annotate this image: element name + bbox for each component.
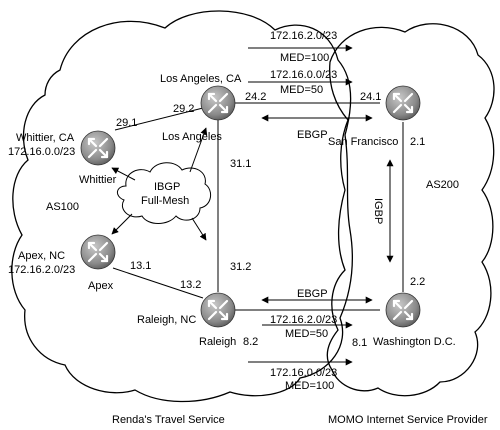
la-if-right: 24.2 [245, 91, 266, 103]
raleigh-if-top: 31.2 [230, 261, 251, 273]
raleigh-if-bottom: 8.2 [243, 336, 258, 348]
la-location-label: Los Angeles, CA [160, 73, 242, 85]
adv-bottom2-prefix: 172.16.0.0/23 [270, 367, 337, 379]
as100-cloud [11, 10, 353, 403]
fullmesh-label: Full-Mesh [141, 195, 189, 207]
ebgp-top-label: EBGP [297, 129, 328, 141]
mesh-arrow-apex [111, 213, 133, 235]
apex-name-label: Apex [88, 280, 114, 292]
sf-name-label: San Francisco [328, 136, 398, 148]
apex-prefix: 172.16.2.0/23 [8, 264, 75, 276]
raleigh-if-left: 13.2 [180, 279, 201, 291]
whittier-prefix: 172.16.0.0/23 [8, 146, 75, 158]
raleigh-location-label: Raleigh, NC [137, 314, 196, 326]
dc-name-label: Washington D.C. [373, 336, 456, 348]
as200-label: AS200 [426, 179, 459, 191]
link-whittier-la [114, 107, 204, 131]
mesh-arrow-whittier [111, 167, 136, 181]
adv-top1-med: MED=100 [280, 52, 329, 64]
apex-if: 13.1 [130, 260, 151, 272]
router-whittier-icon [79, 129, 117, 167]
adv-top2-prefix: 172.16.0.0/23 [270, 69, 337, 81]
dc-if-top: 2.2 [410, 276, 425, 288]
la-if-bottom: 31.1 [230, 158, 251, 170]
router-san-francisco-icon [384, 84, 422, 122]
la-name-label: Los Angeles [162, 131, 222, 143]
ibgp-fullmesh-cloud [117, 162, 212, 224]
link-apex-raleigh [112, 267, 204, 299]
la-if-left: 29.2 [173, 103, 194, 115]
left-cloud-caption: Renda's Travel Service [112, 414, 225, 426]
right-cloud-caption: MOMO Internet Service Provider [328, 414, 488, 426]
router-washington-icon [384, 291, 422, 329]
ibgp-vertical-label: IGBP [372, 198, 384, 224]
as200-cloud [326, 23, 495, 397]
sf-if-bottom: 2.1 [410, 136, 425, 148]
ibgp-label: IBGP [154, 181, 180, 193]
ebgp-bottom-label: EBGP [297, 288, 328, 300]
adv-top2-med: MED=50 [280, 84, 323, 96]
raleigh-name-label: Raleigh [199, 336, 236, 348]
router-los-angeles-icon [199, 84, 237, 122]
dc-if-left: 8.1 [352, 337, 367, 349]
mesh-arrow-la [189, 127, 208, 173]
adv-bottom1-prefix: 172.16.2.0/23 [270, 314, 337, 326]
adv-bottom1-med: MED=50 [285, 328, 328, 340]
apex-location-label: Apex, NC [18, 250, 65, 262]
router-raleigh-icon [199, 291, 237, 329]
adv-top1-prefix: 172.16.2.0/23 [270, 30, 337, 42]
whittier-name-label: Whittier [79, 174, 117, 186]
adv-bottom2-med: MED=100 [285, 380, 334, 392]
as100-label: AS100 [46, 201, 79, 213]
sf-if-left: 24.1 [360, 91, 381, 103]
whittier-location-label: Whittier, CA [16, 132, 75, 144]
router-apex-icon [79, 233, 117, 271]
whittier-if: 29.1 [116, 117, 137, 129]
mesh-arrow-raleigh [191, 217, 207, 241]
